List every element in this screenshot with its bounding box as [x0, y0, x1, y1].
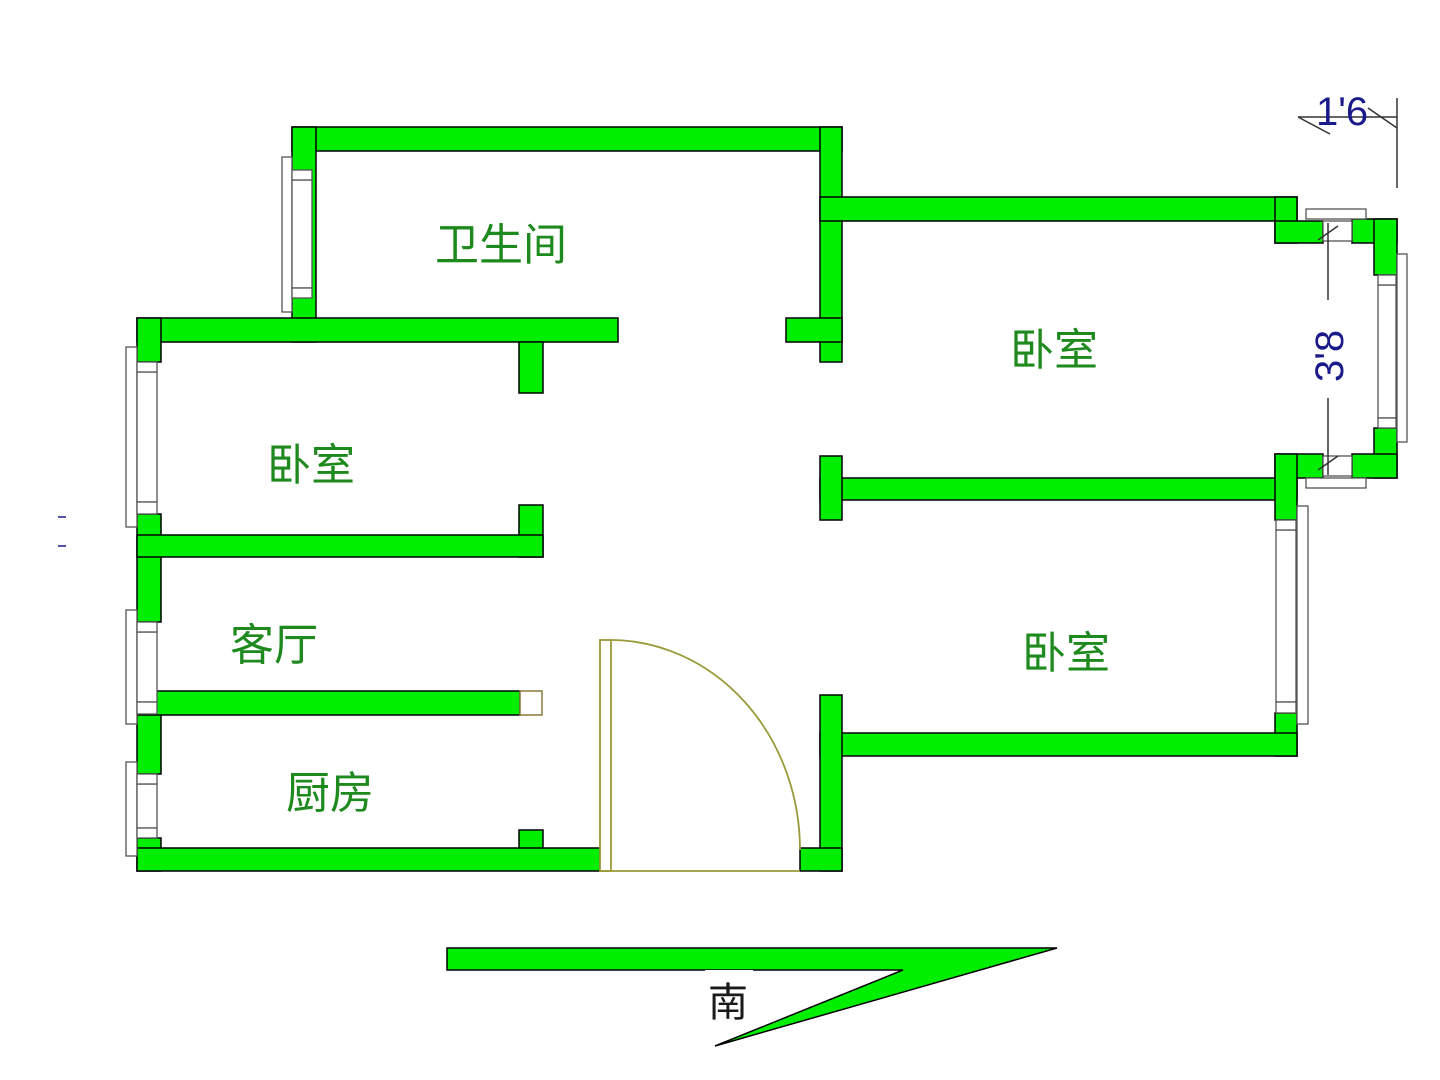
wall-bath-top: [291, 126, 843, 152]
window-living: [125, 609, 138, 725]
window-bay-right-cap-bottom: [1377, 417, 1397, 429]
door-swing-arc: [610, 639, 801, 851]
window-bedroom-rb: [1296, 505, 1309, 725]
wall-bedroom-rb-bottom: [819, 732, 1298, 757]
label-bedroom-right-top: 卧室: [1010, 325, 1098, 376]
walls: [136, 126, 1398, 872]
window-bathroom-cap-top: [291, 169, 313, 181]
entrance-door: [599, 639, 801, 872]
window-bay-top: [1305, 208, 1367, 220]
wall-bedroom-rt-bottom: [819, 477, 1298, 501]
wall-bedroom-l-bottom: [136, 534, 544, 558]
wall-bay-bottom-right: [1351, 453, 1398, 479]
edge-marks: [58, 516, 66, 547]
window-kitchen: [125, 761, 138, 857]
window-bedroom-left-cap-top: [136, 361, 158, 373]
window-bathroom: [281, 156, 293, 313]
wall-right-stub: [819, 455, 843, 521]
wall-bedroom-rt-top: [819, 196, 1298, 222]
door-leaf: [599, 639, 612, 872]
dim-width-tick-right: [1367, 107, 1398, 129]
compass-label-bg: [705, 970, 753, 1026]
dim-width-label: 1'6: [1316, 90, 1368, 134]
dim-height-tick-top: [1317, 225, 1339, 241]
window-bedroom-left-cap-bottom: [136, 501, 158, 515]
wall-bedroom-rb-left: [819, 694, 843, 872]
wall-bay-top-left: [1274, 220, 1324, 244]
wall-kitchen-stub: [518, 829, 544, 851]
window-living-cap-top: [136, 621, 158, 633]
window-bedroom-left-pane: [136, 371, 158, 503]
window-bay-top-pane: [1322, 220, 1353, 242]
dim-height-tick-bottom: [1317, 455, 1339, 471]
wall-bath-right: [819, 126, 843, 363]
window-bedroom-rb-cap-bottom: [1275, 701, 1297, 714]
window-bay-bottom: [1305, 477, 1367, 489]
window-kitchen-pane: [136, 783, 158, 829]
label-kitchen: 厨房: [286, 768, 374, 819]
wall-left-mid1: [136, 513, 162, 623]
wall-living-bottom: [136, 690, 521, 716]
window-living-pane: [136, 631, 158, 703]
windows: [125, 156, 1408, 857]
compass-direction-label: 南: [708, 980, 748, 1026]
dim-width-tick-left: [1297, 116, 1331, 135]
wall-kitchen-bottom: [136, 847, 601, 872]
window-bay-right-cap-top: [1377, 274, 1397, 286]
label-living-room: 客厅: [230, 620, 318, 671]
wall-bath-bottom-right: [785, 317, 843, 343]
wall-left-mid2: [136, 713, 162, 775]
window-living-cap-bottom: [136, 701, 158, 715]
window-bedroom-rb-pane: [1275, 529, 1297, 703]
window-bay-right: [1396, 253, 1408, 443]
wall-end-cap: [519, 690, 543, 716]
label-bedroom-right-bottom: 卧室: [1022, 628, 1110, 679]
dim-height-label: 3'8: [1308, 330, 1352, 382]
wall-left-upper: [136, 317, 162, 363]
dimensions: [1297, 98, 1398, 475]
wall-bay-right-upper: [1373, 218, 1398, 276]
room-labels: 卫生间 卧室 卧室 卧室 客厅 厨房: [230, 220, 1110, 819]
window-bay-right-pane: [1377, 284, 1397, 419]
label-bedroom-left: 卧室: [267, 440, 355, 491]
wall-right-divider: [1274, 453, 1298, 521]
window-bedroom-left: [125, 346, 138, 528]
compass-arrow: [446, 947, 1058, 1047]
window-kitchen-cap-bottom: [136, 827, 158, 839]
window-bedroom-rb-cap-top: [1275, 519, 1297, 531]
window-kitchen-cap-top: [136, 773, 158, 785]
wall-bath-bottom-left: [136, 317, 619, 343]
window-bathroom-cap-bottom: [291, 287, 313, 299]
wall-entry-right-bottom: [799, 847, 843, 872]
wall-bedroom-l-stub-top: [518, 341, 544, 394]
window-bathroom-pane: [291, 179, 313, 289]
label-bathroom: 卫生间: [435, 220, 567, 271]
